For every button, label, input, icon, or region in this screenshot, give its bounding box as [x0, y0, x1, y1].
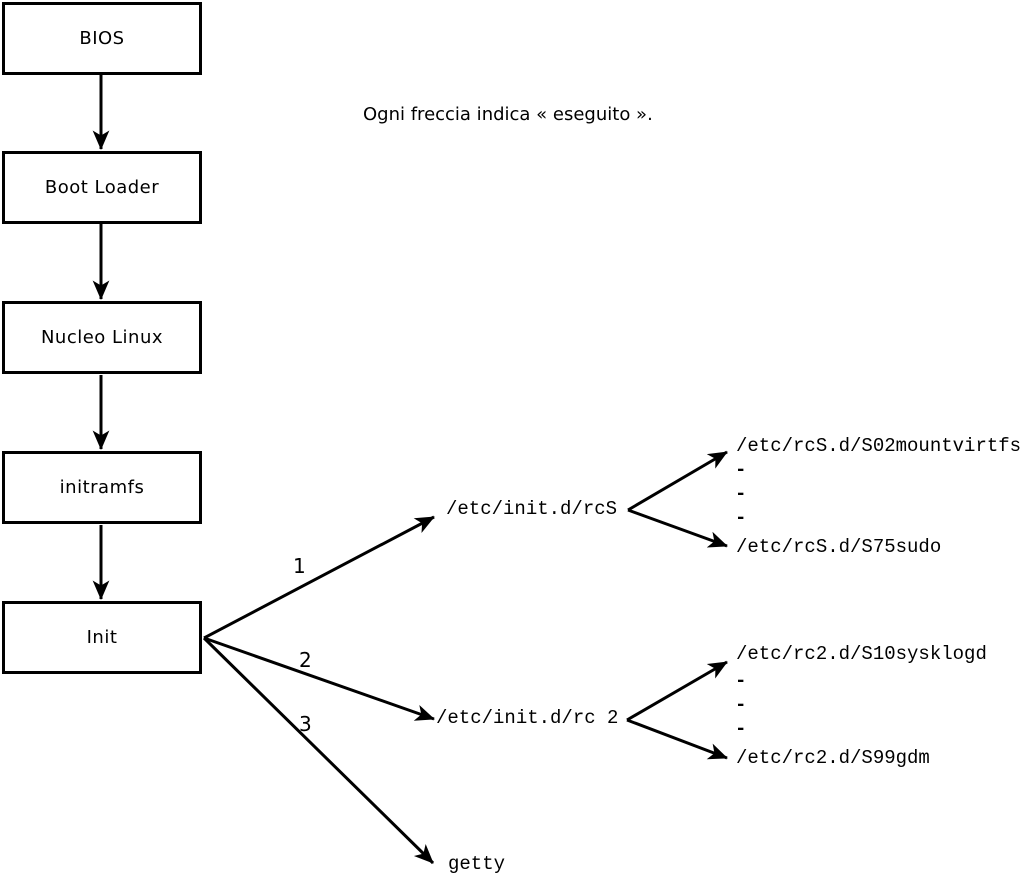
arrow-rc2-to-s99 — [626, 718, 728, 760]
box-initramfs: initramfs — [2, 451, 202, 524]
rc2-ellipsis-dash: - — [735, 718, 747, 740]
legend-note: Ogni freccia indica « eseguito ». — [363, 104, 653, 125]
box-linux-kernel-label: Nucleo Linux — [40, 327, 164, 348]
branch-1-number: 1 — [293, 554, 306, 578]
arrow-init-to-getty — [202, 636, 435, 865]
label-rcs: /etc/init.d/rcS — [446, 498, 618, 520]
branch-2-number: 2 — [299, 648, 312, 672]
arrow-init-to-rcs — [203, 515, 435, 640]
label-rc2-first-script: /etc/rc2.d/S10sysklogd — [736, 643, 987, 665]
rc2-ellipsis-dash: - — [735, 670, 747, 692]
arrow-init-to-rc2 — [203, 636, 435, 721]
label-getty: getty — [448, 853, 506, 875]
box-boot-loader-label: Boot Loader — [44, 177, 160, 198]
rc2-ellipsis-dash: - — [735, 694, 747, 716]
arrow-rc2-to-s10 — [626, 660, 728, 722]
branch-3-number: 3 — [299, 712, 312, 736]
box-linux-kernel: Nucleo Linux — [2, 301, 202, 374]
box-boot-loader: Boot Loader — [2, 151, 202, 224]
label-rc2: /etc/init.d/rc 2 — [436, 707, 619, 729]
rcs-ellipsis-dash: - — [735, 507, 747, 529]
box-initramfs-label: initramfs — [59, 477, 145, 498]
label-rc2-last-script: /etc/rc2.d/S99gdm — [736, 747, 930, 769]
rcs-ellipsis-dash: - — [735, 483, 747, 505]
box-init-label: Init — [86, 627, 118, 648]
label-rcs-first-script: /etc/rcS.d/S02mountvirtfs — [736, 435, 1022, 457]
arrow-rcs-to-s75 — [627, 508, 728, 548]
box-bios: BIOS — [2, 2, 202, 75]
arrow-rcs-to-s02 — [627, 450, 728, 512]
box-init: Init — [2, 601, 202, 674]
label-rcs-last-script: /etc/rcS.d/S75sudo — [736, 536, 942, 558]
rcs-ellipsis-dash: - — [735, 459, 747, 481]
box-bios-label: BIOS — [79, 28, 125, 49]
